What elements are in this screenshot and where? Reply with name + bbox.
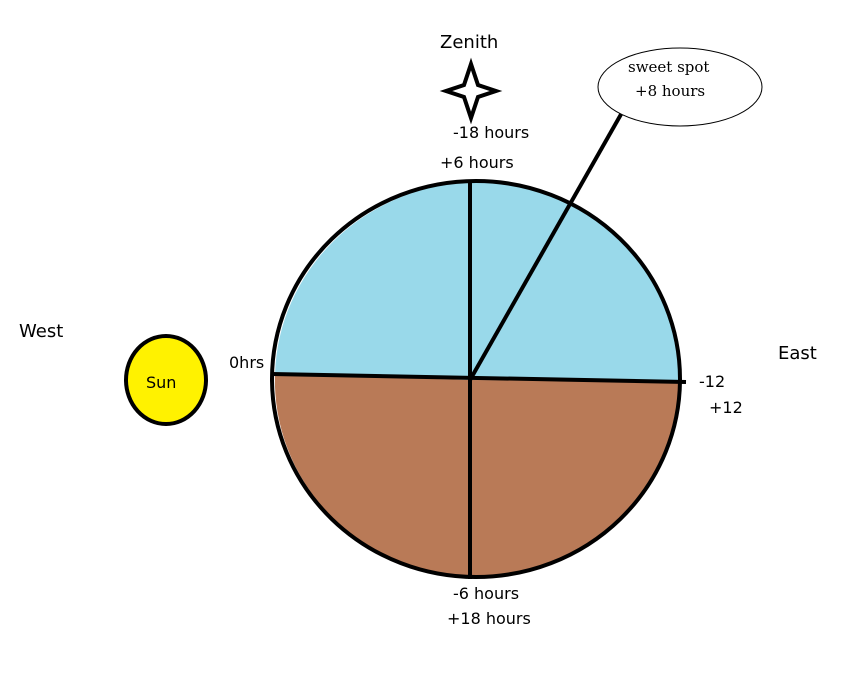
hour-label-minus6: -6 hours bbox=[453, 584, 519, 603]
sweet-spot-callout: sweet spot +8 hours bbox=[597, 47, 763, 127]
callout-line-2: +8 hours bbox=[635, 82, 705, 100]
east-label: East bbox=[778, 343, 817, 364]
callout-line-1: sweet spot bbox=[628, 58, 709, 76]
zenith-label: Zenith bbox=[440, 32, 498, 53]
horizontal-axis bbox=[271, 372, 687, 384]
ground-quadrant-right bbox=[470, 380, 680, 579]
globe bbox=[270, 101, 687, 579]
sky-quadrant-right bbox=[470, 181, 681, 381]
hour-label-minus18: -18 hours bbox=[453, 123, 529, 142]
hour-label-plus12: +12 bbox=[709, 398, 743, 417]
hour-label-minus12: -12 bbox=[699, 372, 725, 391]
west-label: West bbox=[19, 321, 63, 342]
sky-quadrant-left bbox=[275, 182, 470, 380]
zenith-star-icon bbox=[439, 57, 503, 125]
globe-outline bbox=[270, 179, 682, 579]
sun-icon bbox=[124, 334, 208, 426]
hour-label-plus6: +6 hours bbox=[440, 153, 514, 172]
callout-bubble bbox=[597, 47, 763, 127]
sun-label: Sun bbox=[146, 373, 176, 392]
hour-label-0hrs: 0hrs bbox=[229, 353, 264, 372]
ground-quadrant-left bbox=[274, 374, 470, 578]
hour-label-plus18: +18 hours bbox=[447, 609, 531, 628]
sweet-spot-pointer bbox=[468, 101, 630, 381]
